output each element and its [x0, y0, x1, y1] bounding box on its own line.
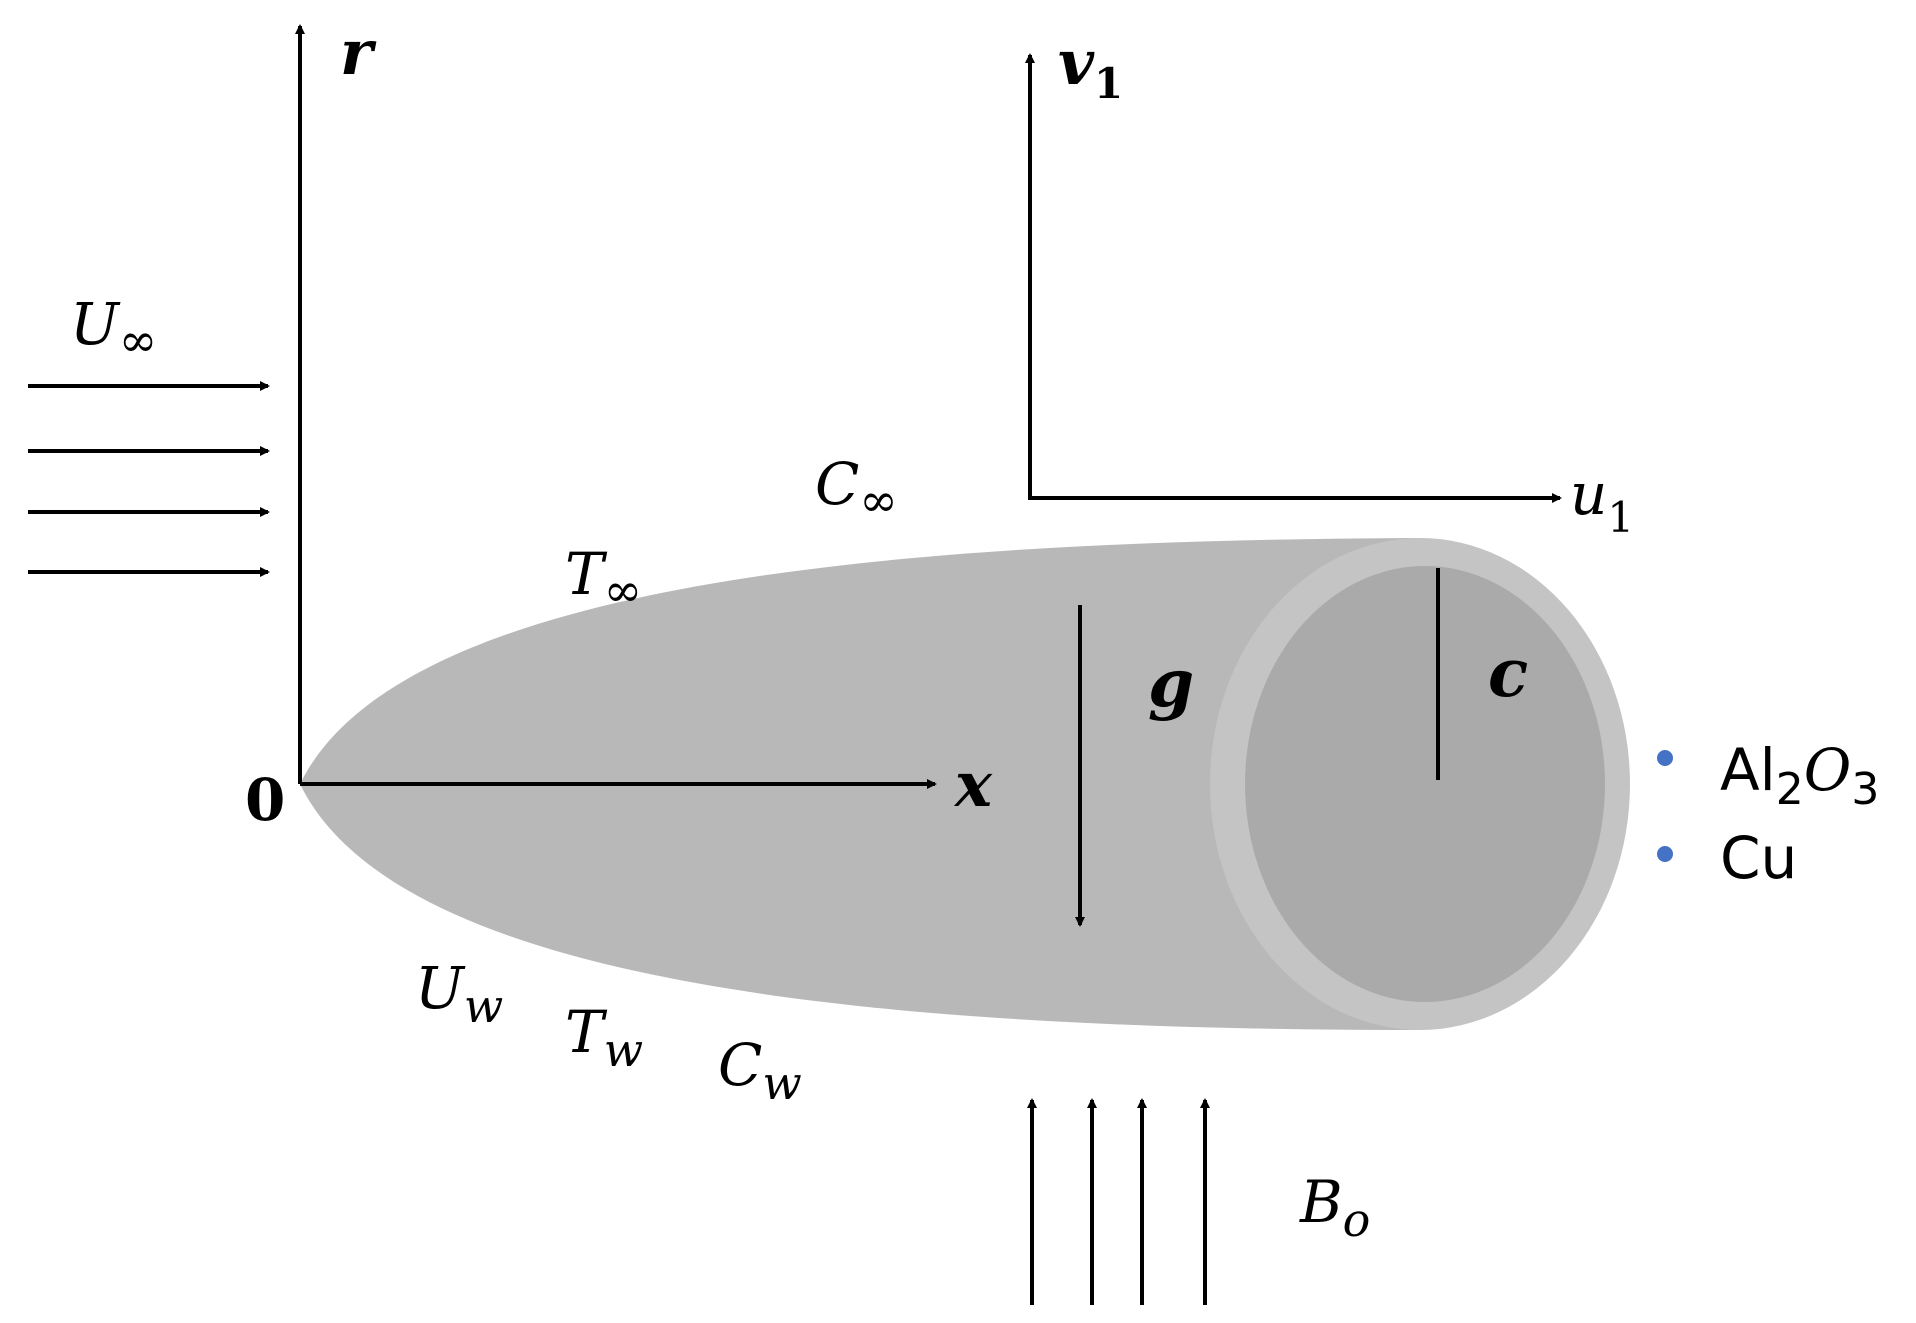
wall-temperature-label: Tw [565, 998, 643, 1077]
x-axis-label: x [953, 748, 993, 821]
magnetic-field-label: Bo [1299, 1168, 1370, 1247]
freestream-arrows [28, 381, 270, 577]
legend-label-cu: Cu [1720, 824, 1797, 892]
ambient-concentration-label: C∞ [815, 450, 898, 527]
radius-label: c [1488, 634, 1528, 712]
legend-dot-al2o3 [1657, 750, 1673, 766]
v1-axis-label: v1 [1058, 26, 1123, 108]
legend-label-al2o3: Al2O3 [1720, 736, 1879, 815]
ambient-temperature-label: T∞ [565, 540, 642, 617]
gravity-label: g [1148, 644, 1194, 722]
origin-label: 0 [245, 766, 285, 834]
magnetic-field-arrows [1027, 1098, 1210, 1305]
freestream-velocity-label: U∞ [70, 290, 157, 367]
legend-dot-cu [1657, 846, 1673, 862]
wall-velocity-label: Uw [415, 954, 503, 1033]
r-axis-label: r [340, 16, 377, 89]
u1-axis-label: u1 [1570, 460, 1634, 542]
needle-face [1245, 566, 1605, 1002]
wall-concentration-label: Cw [718, 1031, 802, 1110]
nanoparticle-legend: Al2O3 Cu [1657, 736, 1879, 892]
